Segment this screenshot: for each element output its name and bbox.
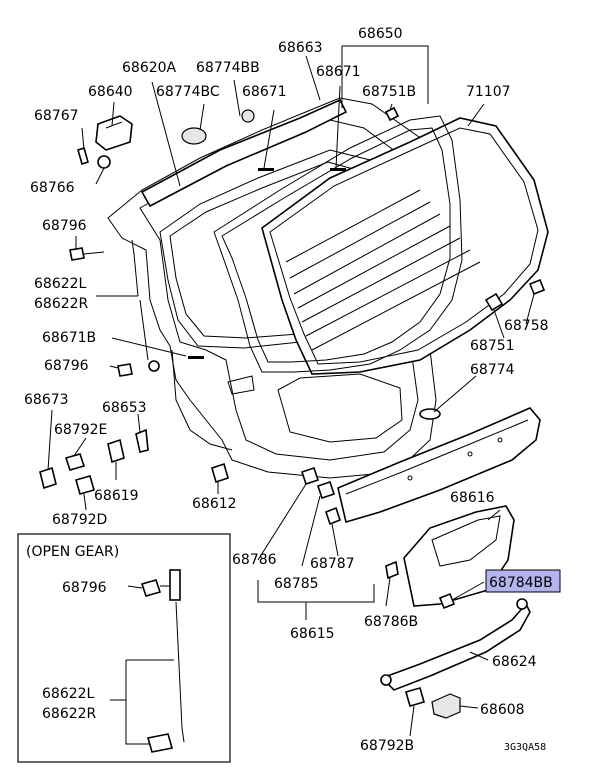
label-68622L-a: 68622L xyxy=(34,276,87,292)
bracket-icon xyxy=(107,438,125,464)
label-68615: 68615 xyxy=(290,626,335,642)
label-68796-a: 68796 xyxy=(42,218,87,234)
hinge-bracket xyxy=(95,115,133,151)
gas-strut xyxy=(133,253,139,297)
label-68640: 68640 xyxy=(88,84,133,100)
adhesive-strip xyxy=(330,168,346,171)
rear-glass xyxy=(261,117,549,375)
label-68622R-b: 68622R xyxy=(42,706,97,722)
trim-panel xyxy=(337,407,541,524)
label-open-gear: (OPEN GEAR) xyxy=(26,544,119,560)
defogger-lines xyxy=(285,189,481,351)
tailgate-lower-left xyxy=(171,349,233,451)
trim-hole xyxy=(467,451,473,457)
label-68671-top: 68671 xyxy=(316,64,361,80)
label-68616: 68616 xyxy=(450,490,495,506)
label-68796-b: 68796 xyxy=(44,358,89,374)
label-68622L-b: 68622L xyxy=(42,686,95,702)
label-68792D: 68792D xyxy=(52,512,107,528)
grip-handle xyxy=(380,602,531,691)
label-68663: 68663 xyxy=(278,40,323,56)
label-68653: 68653 xyxy=(102,400,147,416)
bolt-icon xyxy=(64,453,86,471)
diagram-code: 3G3QA58 xyxy=(504,742,546,753)
latch-bracket xyxy=(39,466,57,490)
label-68624: 68624 xyxy=(492,654,537,670)
label-68608: 68608 xyxy=(480,702,525,718)
label-68796-c: 68796 xyxy=(62,580,107,596)
nut-icon xyxy=(97,155,111,169)
label-68758: 68758 xyxy=(504,318,549,334)
label-68620A: 68620A xyxy=(122,60,177,76)
label-68673: 68673 xyxy=(24,392,69,408)
label-68792E: 68792E xyxy=(54,422,107,438)
part-labels: 68650 68663 68620A 68774BB 68671 68640 6… xyxy=(24,26,561,754)
bolt-icon xyxy=(69,247,85,261)
clip-icon xyxy=(385,560,399,580)
label-68774BC: 68774BC xyxy=(156,84,220,100)
label-68671-mid: 68671 xyxy=(242,84,287,100)
label-68619: 68619 xyxy=(94,488,139,504)
plug-icon xyxy=(181,127,207,145)
bracket-icon xyxy=(135,428,149,453)
spoiler-moulding xyxy=(140,98,348,208)
tailgate-inner-panel xyxy=(139,119,437,461)
label-68766: 68766 xyxy=(30,180,75,196)
tailgate-lower-opening xyxy=(277,373,403,443)
trim-bracket-inner xyxy=(431,515,501,567)
bolt-icon xyxy=(405,687,425,707)
clip-icon xyxy=(300,466,320,486)
label-68787: 68787 xyxy=(310,556,355,572)
bolt-icon xyxy=(77,146,89,166)
label-68786: 68786 xyxy=(232,552,277,568)
clip-icon xyxy=(316,480,336,500)
screw-icon xyxy=(438,592,456,610)
trim-hole xyxy=(407,475,413,481)
weatherstrip xyxy=(213,115,463,373)
label-68622R-a: 68622R xyxy=(34,296,89,312)
handle-end xyxy=(516,598,528,610)
label-68751B: 68751B xyxy=(362,84,416,100)
clip-icon xyxy=(384,106,400,122)
label-68650: 68650 xyxy=(358,26,403,42)
gas-strut xyxy=(139,299,149,361)
label-68785: 68785 xyxy=(274,576,319,592)
clip-icon xyxy=(325,506,341,526)
cap xyxy=(431,693,461,719)
screw-icon xyxy=(528,278,546,296)
weatherstrip-inner xyxy=(221,127,451,363)
bolt-icon xyxy=(117,363,133,377)
label-68751: 68751 xyxy=(470,338,515,354)
leader-lines xyxy=(47,45,535,737)
open-gear-strut xyxy=(110,569,185,753)
bumper-icon xyxy=(211,462,229,484)
handle-end xyxy=(380,674,392,686)
label-68774: 68774 xyxy=(470,362,515,378)
trim-hole xyxy=(497,437,503,443)
plug-icon xyxy=(241,109,255,123)
label-68767: 68767 xyxy=(34,108,79,124)
label-68786B: 68786B xyxy=(364,614,418,630)
highlight-68784BB xyxy=(485,569,561,593)
label-71107: 71107 xyxy=(466,84,511,100)
trim-panel-inner xyxy=(345,419,529,495)
bolt-icon xyxy=(75,475,95,495)
label-68774BB: 68774BB xyxy=(196,60,260,76)
clip-icon xyxy=(484,292,504,312)
label-68671B: 68671B xyxy=(42,330,96,346)
label-68784BB: 68784BB xyxy=(489,575,553,591)
open-gear-inset xyxy=(17,533,231,763)
label-68792B: 68792B xyxy=(360,738,414,754)
rear-glass-inner xyxy=(269,127,539,365)
tailgate-slot xyxy=(227,375,255,395)
adhesive-strip xyxy=(188,356,204,359)
grommet-icon xyxy=(419,408,441,420)
label-68612: 68612 xyxy=(192,496,237,512)
adhesive-strip xyxy=(258,168,274,171)
